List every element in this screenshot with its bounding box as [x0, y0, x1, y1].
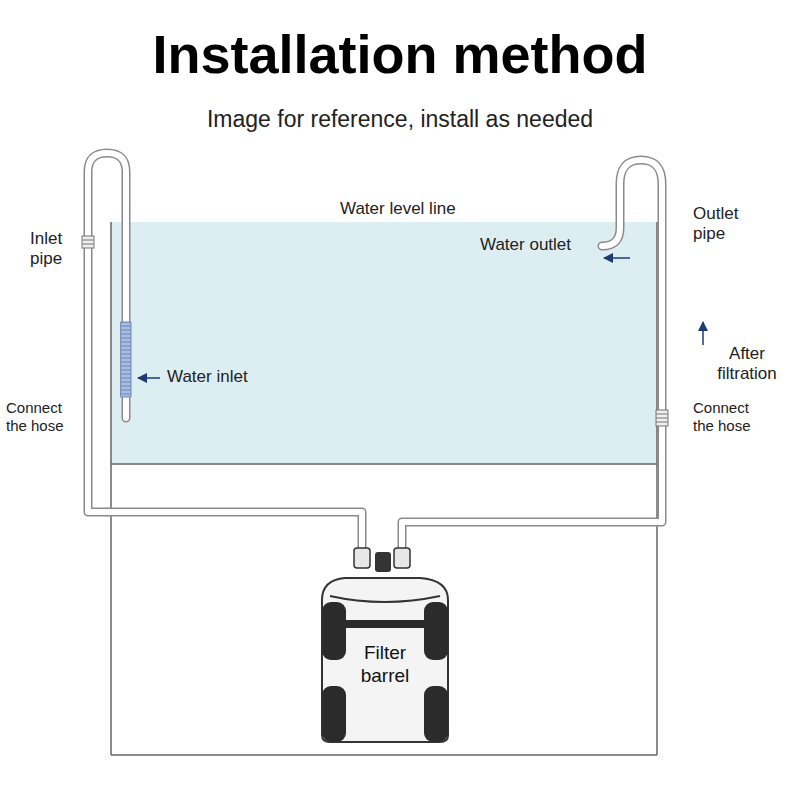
subtitle: Image for reference, install as needed	[0, 106, 800, 134]
part-label: Water outlet	[480, 235, 600, 255]
part-label: Outlet pipe	[693, 204, 753, 245]
page-title: Installation method	[0, 22, 800, 87]
part-label: Inlet pipe	[30, 229, 80, 270]
note-label: Connect the hose	[6, 399, 82, 435]
water	[111, 222, 657, 464]
water-level-label: Water level line	[340, 199, 510, 219]
outlet-pipe	[402, 160, 662, 556]
note-label: Connect the hose	[693, 399, 769, 435]
node-text: Filter barrel	[346, 642, 424, 688]
hose-connector	[82, 236, 668, 426]
filter-barrel-symbol	[322, 548, 448, 742]
inlet-pipe	[88, 153, 362, 556]
flow-label: After filtration	[702, 344, 792, 385]
part-label: Water inlet	[167, 367, 287, 387]
flow-arrow	[138, 258, 703, 378]
filter-label-box: Filter barrel	[346, 642, 424, 688]
tank-outline	[111, 222, 657, 755]
